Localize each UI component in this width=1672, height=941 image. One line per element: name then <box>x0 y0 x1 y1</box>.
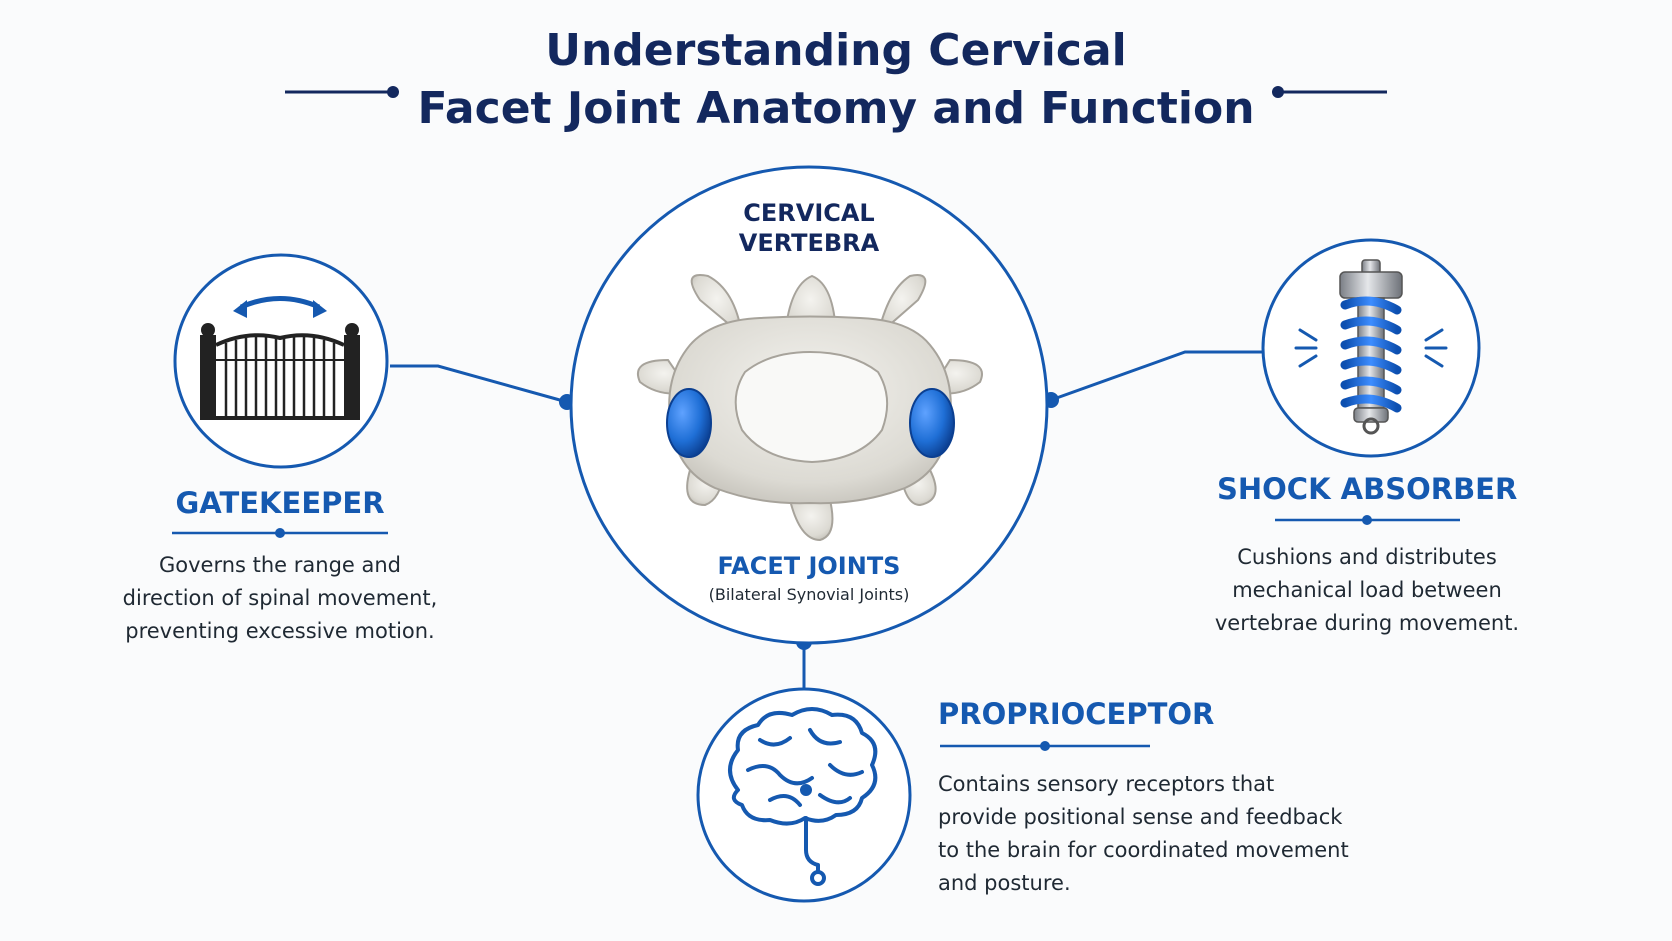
connector-gatekeeper <box>390 364 575 410</box>
gatekeeper-desc-line: Governs the range and <box>158 553 402 577</box>
gatekeeper-desc-line: preventing excessive motion. <box>125 619 435 643</box>
title-decoration-left <box>285 86 399 98</box>
gatekeeper-heading: GATEKEEPER <box>175 486 385 520</box>
facet-joint-left <box>666 388 712 458</box>
facet-joints-sublabel: (Bilateral Synovial Joints) <box>708 585 910 604</box>
title-line-2: Facet Joint Anatomy and Function <box>417 83 1255 134</box>
shock-absorber-heading: SHOCK ABSORBER <box>1217 472 1518 506</box>
page-title: Understanding Cervical Facet Joint Anato… <box>0 22 1672 138</box>
vertebra-icon <box>637 274 983 542</box>
proprioceptor-description: Contains sensory receptors that provide … <box>938 768 1378 900</box>
gatekeeper-description: Governs the range and direction of spina… <box>90 549 470 648</box>
brain-icon <box>728 707 878 886</box>
shock-absorber-desc-line: vertebrae during movement. <box>1214 611 1520 635</box>
shock-absorber-desc-line: mechanical load between <box>1232 578 1502 602</box>
shock-absorber-underline <box>1275 515 1460 525</box>
proprioceptor-desc-line: Contains sensory receptors that <box>938 772 1275 796</box>
center-label-line-2: VERTEBRA <box>738 229 880 257</box>
facet-joints-label: FACET JOINTS <box>717 552 901 580</box>
proprioceptor-desc-line: to the brain for coordinated movement <box>938 838 1349 862</box>
gatekeeper-desc-line: direction of spinal movement, <box>122 586 438 610</box>
center-label-line-1: CERVICAL <box>743 199 875 227</box>
facet-joint-right <box>909 388 955 458</box>
connector-shock-absorber <box>1043 350 1263 408</box>
title-decoration-right <box>1272 86 1387 98</box>
vertebral-foramen <box>734 350 889 464</box>
center-label: CERVICAL VERTEBRA <box>709 198 909 258</box>
shock-absorber-desc-line: Cushions and distributes <box>1237 545 1497 569</box>
gatekeeper-underline <box>172 528 388 538</box>
gate-icon <box>200 296 360 420</box>
proprioceptor-desc-line: provide positional sense and feedback <box>938 805 1343 829</box>
proprioceptor-desc-line: and posture. <box>938 871 1071 895</box>
proprioceptor-underline <box>940 741 1150 751</box>
title-line-1: Understanding Cervical <box>545 25 1127 76</box>
shock-absorber-icon <box>1294 259 1448 435</box>
proprioceptor-heading: PROPRIOCEPTOR <box>938 697 1215 731</box>
shock-absorber-description: Cushions and distributes mechanical load… <box>1187 541 1547 640</box>
